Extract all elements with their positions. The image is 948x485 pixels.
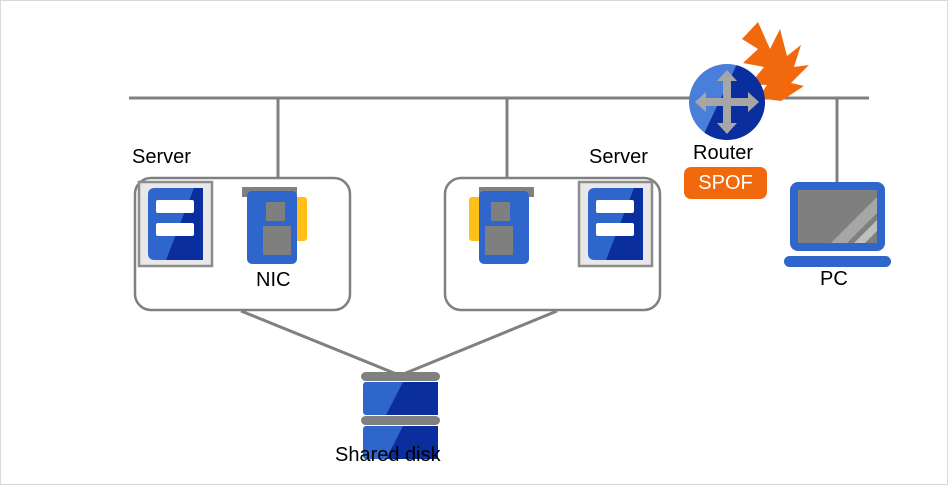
pc-label: PC xyxy=(820,268,848,290)
nic-card-right xyxy=(469,187,534,264)
router-icon[interactable] xyxy=(689,64,773,140)
server-right-label: Server xyxy=(589,146,648,168)
link-server-right-to-disk xyxy=(400,309,558,377)
shared-disk-label: Shared disk xyxy=(335,444,441,466)
spof-badge[interactable]: SPOF xyxy=(684,167,767,199)
server-tower-icon-left xyxy=(137,180,214,268)
shared-disk-icon[interactable] xyxy=(361,372,440,459)
router-arrows xyxy=(695,70,759,134)
server-tower-icon-right xyxy=(577,180,654,268)
nic-label: NIC xyxy=(256,269,291,291)
server-left-label: Server xyxy=(132,146,191,168)
router-label: Router xyxy=(693,142,754,164)
link-server-left-to-disk xyxy=(240,309,400,377)
pc-icon[interactable] xyxy=(784,182,891,267)
nic-card-left xyxy=(242,187,307,264)
